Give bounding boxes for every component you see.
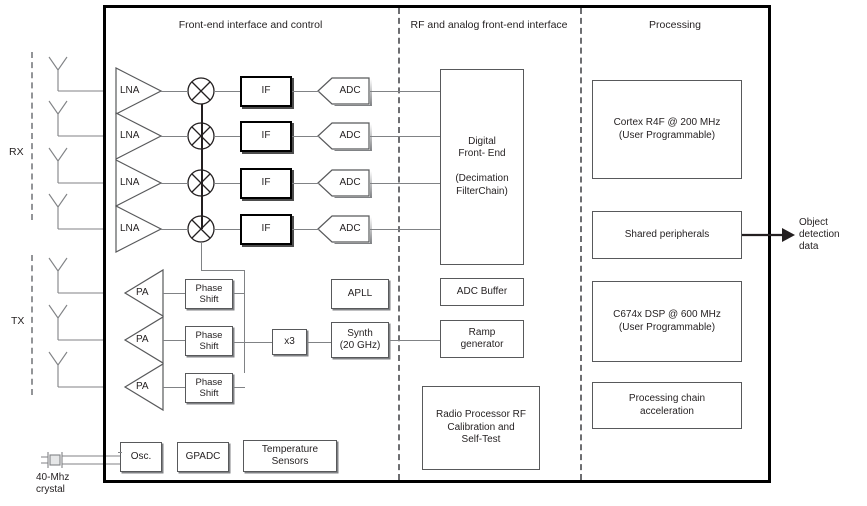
if-block-2: IF xyxy=(240,121,292,152)
cortex-r4f-block: Cortex R4F @ 200 MHz (User Programmable) xyxy=(592,80,742,179)
antenna-rx-3 xyxy=(48,147,103,184)
gpadc-block: GPADC xyxy=(177,442,229,472)
wire-mixer1-if1 xyxy=(214,91,240,92)
adc-label-3: ADC xyxy=(339,177,361,188)
divider-antenna-boundary-tx xyxy=(31,255,33,395)
antenna-tx-3 xyxy=(48,351,103,388)
lna-label-1: LNA xyxy=(120,85,140,96)
divider-antenna-boundary-rx xyxy=(31,52,33,220)
wire-lna1-mixer1 xyxy=(161,91,188,92)
chip-boundary xyxy=(103,5,771,483)
wire-pa2-ps2 xyxy=(163,340,185,341)
lna-label-3: LNA xyxy=(120,177,140,188)
adc-buffer-block: ADC Buffer xyxy=(440,278,524,306)
processing-chain-acceleration-block: Processing chain acceleration xyxy=(592,382,742,429)
if-block-3: IF xyxy=(240,168,292,199)
wire-adc4-dfe xyxy=(370,229,440,230)
section-title-processing: Processing xyxy=(649,19,701,31)
apll-block: APLL xyxy=(331,279,389,309)
antenna-rx-2 xyxy=(48,100,103,137)
synth-block: Synth (20 GHz) xyxy=(331,322,389,358)
wire-crystal-osc xyxy=(118,452,122,453)
wire-ps2-x3 xyxy=(233,342,272,343)
adc-label-1: ADC xyxy=(339,85,361,96)
label-rx: RX xyxy=(9,146,24,158)
antenna-tx-2 xyxy=(48,304,103,341)
pa-label-2: PA xyxy=(136,334,149,345)
antenna-rx-1 xyxy=(48,56,103,92)
wire-if4-adc4 xyxy=(292,229,319,230)
frequency-multiplier-x3: x3 xyxy=(272,329,307,355)
wire-lo-vertical-trunk xyxy=(244,270,245,373)
wire-mixer3-if3 xyxy=(214,183,240,184)
shared-peripherals-block: Shared peripherals xyxy=(592,211,742,259)
wire-if2-adc2 xyxy=(292,136,319,137)
wire-peripherals-output xyxy=(742,234,784,236)
phase-shift-3: Phase Shift xyxy=(185,373,233,403)
wire-adc2-dfe xyxy=(370,136,440,137)
wire-lo-bus-mixers xyxy=(201,104,203,229)
wire-if1-adc1 xyxy=(292,91,319,92)
adc-label-2: ADC xyxy=(339,130,361,141)
section-title-rf: RF and analog front-end interface xyxy=(410,19,568,31)
divider-frontend-rf xyxy=(398,8,400,480)
wire-x3-synth xyxy=(307,342,331,343)
label-tx: TX xyxy=(11,315,25,327)
phase-shift-1: Phase Shift xyxy=(185,279,233,309)
crystal-label: 40-Mhz crystal xyxy=(36,472,70,495)
adc-label-4: ADC xyxy=(339,223,361,234)
antenna-tx-1 xyxy=(48,257,103,294)
if-block-4: IF xyxy=(240,214,292,245)
temperature-sensors-block: Temperature Sensors xyxy=(243,440,337,472)
wire-adc3-dfe xyxy=(370,183,440,184)
wire-if3-adc3 xyxy=(292,183,319,184)
wire-ps1-trunk xyxy=(233,293,245,294)
ramp-generator-block: Ramp generator xyxy=(440,320,524,358)
antenna-rx-4 xyxy=(48,193,103,230)
wire-lo-drop xyxy=(201,242,202,270)
phase-shift-2: Phase Shift xyxy=(185,326,233,356)
wire-synth-ramp xyxy=(389,340,440,341)
pa-label-3: PA xyxy=(136,381,149,392)
wire-adc1-dfe xyxy=(370,91,440,92)
wire-lna3-mixer3 xyxy=(161,183,188,184)
lna-label-4: LNA xyxy=(120,223,140,234)
wire-mixer2-if2 xyxy=(214,136,240,137)
wire-mixer4-if4 xyxy=(214,229,240,230)
wire-ps3-trunk xyxy=(233,387,245,388)
divider-rf-processing xyxy=(580,8,582,480)
c674x-dsp-block: C674x DSP @ 600 MHz (User Programmable) xyxy=(592,281,742,362)
object-detection-data-label: Object detection data xyxy=(799,217,840,252)
wire-lna2-mixer2 xyxy=(161,136,188,137)
radio-processor-block: Radio Processor RF Calibration and Self-… xyxy=(422,386,540,470)
wire-lo-to-bus xyxy=(201,270,245,271)
digital-front-end-block: Digital Front- End (Decimation FilterCha… xyxy=(440,69,524,265)
if-block-1: IF xyxy=(240,76,292,107)
wire-pa1-ps1 xyxy=(163,293,185,294)
wire-lna4-mixer4 xyxy=(161,229,188,230)
oscillator-block: Osc. xyxy=(120,442,162,472)
wire-pa3-ps3 xyxy=(163,387,185,388)
lna-label-2: LNA xyxy=(120,130,140,141)
section-title-frontend: Front-end interface and control xyxy=(178,19,323,31)
pa-label-1: PA xyxy=(136,287,149,298)
